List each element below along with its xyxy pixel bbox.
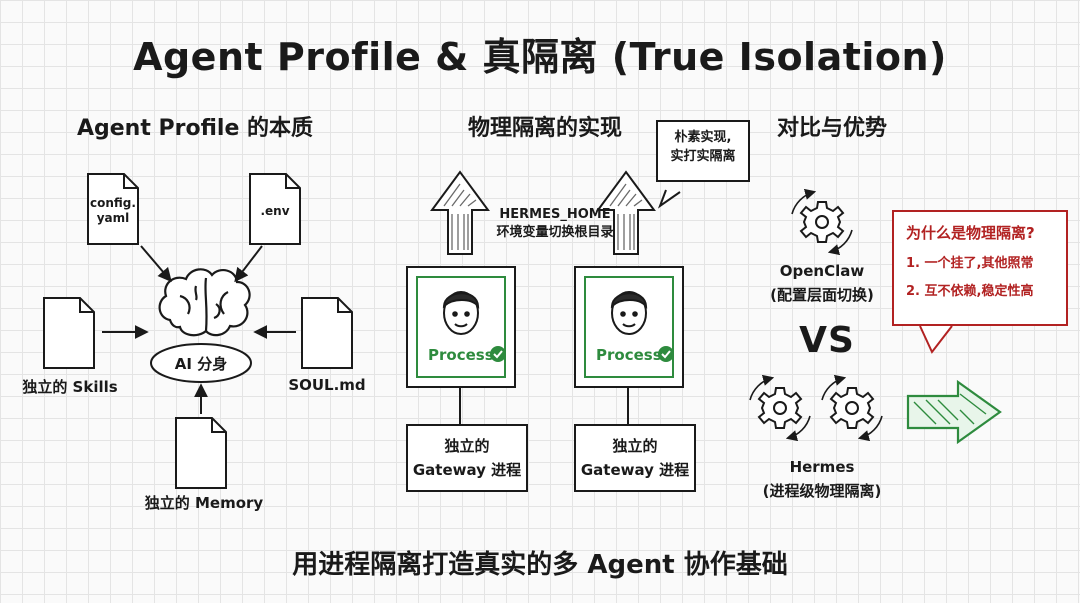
footer-tagline: 用进程隔离打造真实的多 Agent 协作基础 xyxy=(292,550,788,580)
doc-skills-label: 独立的 Skills xyxy=(22,378,118,396)
gear-hermes-2-icon xyxy=(821,374,883,442)
doc-soul-icon xyxy=(301,297,353,369)
speech-bubble: 朴素实现, 实打实隔离 xyxy=(656,120,750,182)
arrow-config xyxy=(140,245,172,283)
doc-env-label: .env xyxy=(260,204,290,218)
doc-skills-icon xyxy=(43,297,95,369)
process-label-right: Process xyxy=(596,346,662,364)
vs-label: VS xyxy=(799,320,855,361)
gateway-left-line-1: 独立的 xyxy=(444,437,490,455)
gateway-box-right: 独立的 Gateway 进程 xyxy=(574,424,696,492)
why-item-1: 1. 一个挂了,其他照常 xyxy=(906,256,1034,271)
hermes-name: Hermes xyxy=(789,458,855,476)
ai-clone-label: AI 分身 xyxy=(174,355,228,373)
gateway-right-line-1: 独立的 xyxy=(612,437,658,455)
process-card-right: Process xyxy=(574,266,684,388)
process-label-left: Process xyxy=(428,346,494,364)
arrow-env xyxy=(234,245,263,283)
doc-config-icon xyxy=(87,173,139,245)
doc-memory-icon xyxy=(175,417,227,489)
page-title: Agent Profile & 真隔离 (True Isolation) xyxy=(133,35,947,79)
why-card-tail xyxy=(919,325,953,354)
gateway-right-line-2: Gateway 进程 xyxy=(580,461,690,479)
gear-openclaw-icon xyxy=(791,188,853,256)
openclaw-desc: (配置层面切换) xyxy=(770,286,874,304)
why-title: 为什么是物理隔离? xyxy=(906,224,1035,242)
bubble-tail xyxy=(657,189,681,209)
gateway-box-left: 独立的 Gateway 进程 xyxy=(406,424,528,492)
openclaw-name: OpenClaw xyxy=(779,262,865,280)
isolation-heading: 物理隔离的实现 xyxy=(467,116,622,141)
up-arrow-left-icon xyxy=(430,170,490,255)
doc-env-icon xyxy=(249,173,301,245)
gear-hermes-1-icon xyxy=(749,374,811,442)
up-arrow-right-icon xyxy=(596,170,656,255)
env-label-line-1: HERMES_HOME xyxy=(499,207,611,222)
doc-memory-label: 独立的 Memory xyxy=(144,494,264,512)
process-card-left: Process xyxy=(406,266,516,388)
env-label-line-2: 环境变量切换根目录 xyxy=(496,225,614,240)
env-label-block: HERMES_HOME 环境变量切换根目录 xyxy=(480,206,630,242)
gateway-left-line-2: Gateway 进程 xyxy=(412,461,522,479)
profile-heading: Agent Profile 的本质 xyxy=(76,116,314,141)
doc-config-label: config. yaml xyxy=(90,196,136,225)
green-arrow-icon xyxy=(906,379,1002,445)
doc-soul-label: SOUL.md xyxy=(288,376,366,394)
ai-clone-ellipse xyxy=(150,343,252,383)
why-item-2: 2. 互不依赖,稳定性高 xyxy=(906,284,1034,299)
why-card: 为什么是物理隔离? 1. 一个挂了,其他照常 2. 互不依赖,稳定性高 xyxy=(892,210,1068,326)
hermes-desc: (进程级物理隔离) xyxy=(762,482,882,500)
compare-heading: 对比与优势 xyxy=(776,116,887,141)
